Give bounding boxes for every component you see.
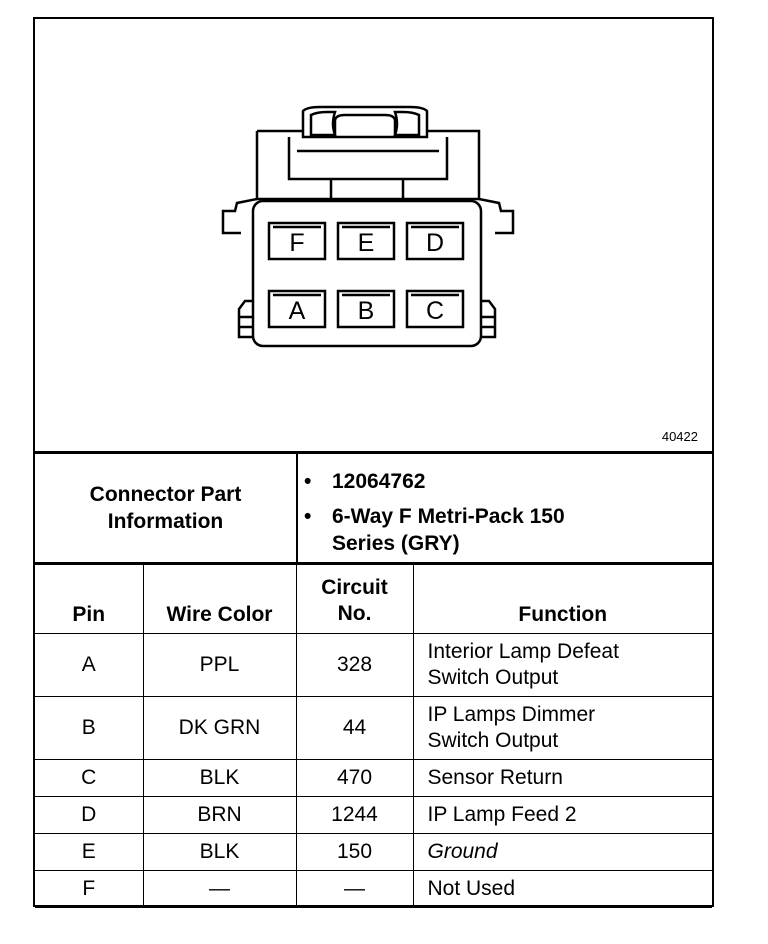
pin-cell: A — [35, 633, 144, 697]
cavity-F — [267, 221, 327, 261]
connector-diagram: F E D A B C 40422 — [35, 19, 712, 454]
function-cell: Ground — [412, 833, 712, 871]
circuit-cell: 44 — [295, 696, 414, 760]
wire-color-cell: — — [142, 870, 297, 908]
circuit-cell: 328 — [295, 633, 414, 697]
table-row: E BLK 150 Ground — [35, 833, 712, 871]
latch-outline — [301, 105, 429, 139]
upper-housing — [255, 129, 481, 201]
pin-label-B: B — [358, 297, 375, 325]
wire-color-cell: BRN — [142, 796, 297, 834]
function-cell: IP Lamp Feed 2 — [412, 796, 712, 834]
connector-chart-frame: F E D A B C 40422 Connector Part Informa… — [33, 17, 714, 908]
part-info-values: • 12064762 • 6-Way F Metri-Pack 150 Seri… — [298, 468, 698, 565]
wire-color-cell: PPL — [142, 633, 297, 697]
header-wire-color: Wire Color — [142, 565, 297, 634]
pin-cell: B — [35, 696, 144, 760]
latch-center — [333, 113, 397, 135]
part-number: 12064762 — [332, 470, 426, 493]
latch-left-tab — [309, 110, 337, 137]
function-cell: IP Lamps Dimmer Switch Output — [412, 696, 712, 760]
right-ribs — [481, 299, 497, 339]
figure-number: 40422 — [661, 429, 698, 444]
circuit-cell: — — [295, 870, 414, 908]
part-info-label: Connector Part Information — [89, 483, 242, 533]
pin-cell: F — [35, 870, 144, 908]
pin-label-F: F — [289, 229, 304, 257]
pin-label-D: D — [426, 229, 444, 257]
table-row: A PPL 328 Interior Lamp Defeat Switch Ou… — [35, 633, 712, 697]
left-ear — [221, 197, 258, 235]
pin-cell: D — [35, 796, 144, 834]
pin-cell: E — [35, 833, 144, 871]
connector-drawing: F E D A B C — [221, 105, 515, 348]
header-circuit-no: Circuit No. — [295, 565, 414, 634]
pinout-table: Pin Wire Color Circuit No. Function A PP… — [35, 565, 712, 908]
wire-color-cell: BLK — [142, 833, 297, 871]
header-function: Function — [412, 565, 712, 634]
table-row: F — — Not Used — [35, 870, 712, 908]
wire-color-cell: BLK — [142, 759, 297, 797]
part-description: 6-Way F Metri-Pack 150 Series (GRY) — [332, 505, 565, 555]
left-ribs — [237, 299, 253, 339]
right-ear — [478, 197, 515, 235]
cavity-B — [336, 289, 396, 329]
function-cell: Interior Lamp Defeat Switch Output — [412, 633, 712, 697]
cavity-C — [405, 289, 465, 329]
table-header-row: Pin Wire Color Circuit No. Function — [35, 565, 712, 634]
pin-cell: C — [35, 759, 144, 797]
bullet-icon: • — [304, 505, 312, 528]
bullet-icon: • — [304, 470, 312, 493]
table-row: D BRN 1244 IP Lamp Feed 2 — [35, 796, 712, 834]
latch-right-tab — [393, 110, 421, 137]
wire-color-cell: DK GRN — [142, 696, 297, 760]
cavity-D — [405, 221, 465, 261]
pin-label-C: C — [426, 297, 444, 325]
circuit-cell: 1244 — [295, 796, 414, 834]
circuit-cell: 150 — [295, 833, 414, 871]
pin-label-A: A — [289, 297, 306, 325]
circuit-cell: 470 — [295, 759, 414, 797]
table-row: C BLK 470 Sensor Return — [35, 759, 712, 797]
part-number-item: • 12064762 — [298, 468, 698, 495]
cavity-E — [336, 221, 396, 261]
pin-label-E: E — [358, 229, 375, 257]
cavity-A — [267, 289, 327, 329]
function-cell: Sensor Return — [412, 759, 712, 797]
part-info-section: Connector Part Information • 12064762 • … — [35, 454, 712, 565]
table-row: B DK GRN 44 IP Lamps Dimmer Switch Outpu… — [35, 696, 712, 760]
function-cell: Not Used — [412, 870, 712, 908]
header-pin: Pin — [35, 565, 144, 634]
connector-body — [251, 199, 483, 348]
part-description-item: • 6-Way F Metri-Pack 150 Series (GRY) — [298, 503, 698, 557]
part-info-label-cell: Connector Part Information — [35, 454, 298, 562]
